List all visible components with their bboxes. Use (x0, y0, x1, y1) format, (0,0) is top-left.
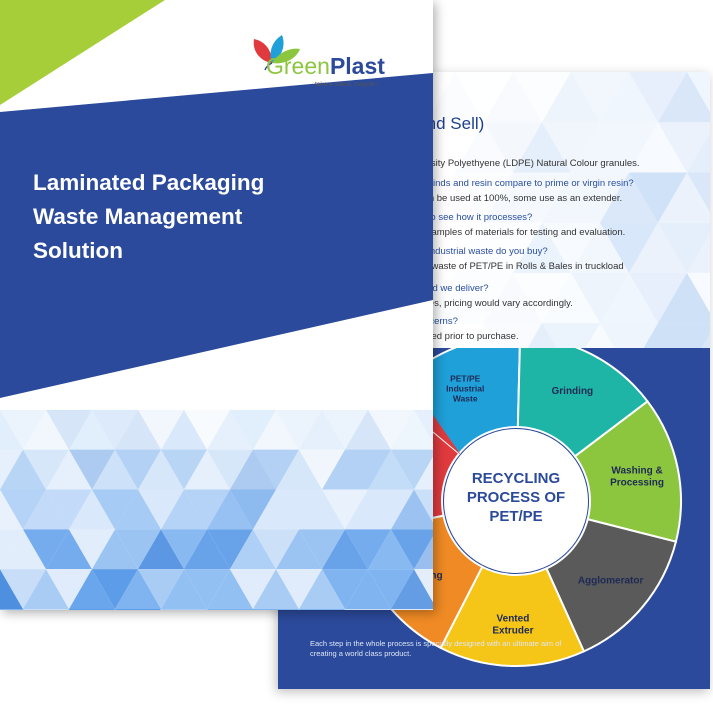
faq-question: es of Industrial waste do you buy? (404, 246, 548, 257)
faq-question: grind to see how it processes? (404, 212, 533, 223)
faq-question: tic regrinds and resin compare to prime … (404, 178, 634, 189)
back-page-upper: y and Sell) w Density Polyethyene (LDPE)… (278, 72, 710, 348)
process-step-label: Washing &Processing (610, 466, 664, 489)
cover-title-line: Laminated Packaging (33, 170, 265, 195)
triangle-background (426, 72, 710, 348)
process-footer-text: Each step in the whole process is specia… (310, 639, 562, 658)
faq-answer: sin can be used at 100%, some use as an … (404, 193, 623, 204)
faq-answer: services, pricing would vary accordingly… (404, 298, 573, 309)
cover-artwork (0, 0, 433, 610)
process-step-label: Agglomerator (578, 575, 644, 586)
cover-title-line: Waste Management (33, 204, 243, 229)
wheel-center-circle (444, 429, 588, 573)
triangle-pattern (0, 409, 433, 610)
brand-name-green: Green (266, 53, 330, 79)
greenplast-logo: GreenPlast take a stand, recycle ! (248, 33, 418, 93)
title-band-shape (0, 73, 433, 398)
faq-answer: w Density Polyethyene (LDPE) Natural Col… (404, 158, 640, 169)
process-step-label: Grinding (552, 386, 594, 397)
faq-answer: ative samples of materials for testing a… (404, 227, 626, 238)
faq-answer: analyzed prior to purchase. (404, 331, 519, 342)
faq-question: r should we deliver? (404, 283, 489, 294)
faq-answer: ocess waste of PET/PE in Rolls & Bales i… (404, 261, 624, 272)
brand-wordmark: GreenPlast (266, 53, 385, 80)
lime-corner-shape (0, 0, 165, 105)
brand-name-plast: Plast (329, 53, 385, 79)
brochure-front-cover: GreenPlast take a stand, recycle ! Lamin… (0, 0, 433, 610)
brand-tagline: take a stand, recycle ! (315, 81, 379, 88)
cover-title: Laminated Packaging Waste Management Sol… (33, 166, 333, 268)
cover-title-line: Solution (33, 238, 123, 263)
butterfly-leaf-icon (253, 35, 300, 71)
